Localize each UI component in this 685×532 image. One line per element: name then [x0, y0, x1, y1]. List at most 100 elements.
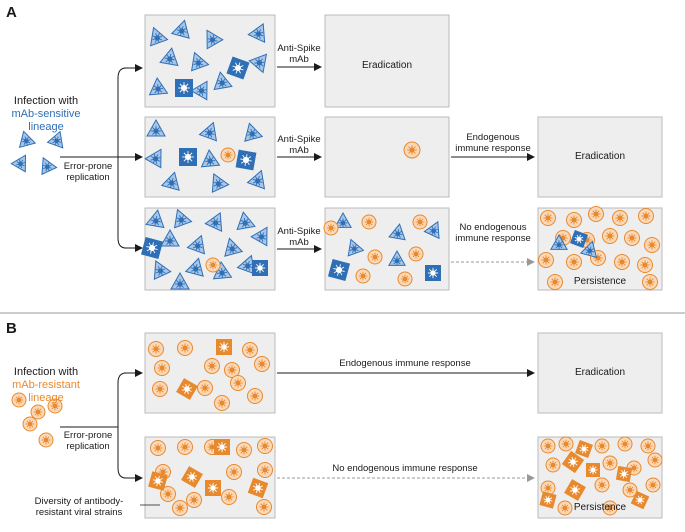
blue-triangle-virus	[159, 47, 179, 67]
blue-triangle-virus	[204, 212, 223, 233]
a-row2-mab-line2: mAb	[289, 145, 309, 156]
orange-circle-virus	[355, 268, 371, 284]
blue-square-virus	[175, 79, 193, 97]
a-row-arrows	[277, 63, 535, 253]
b-replication-line1: Error-prone	[63, 430, 113, 441]
orange-circle-virus	[566, 212, 582, 228]
orange-circle-virus	[602, 228, 618, 244]
panel-a-label: A	[6, 4, 17, 21]
blue-triangle-virus	[173, 208, 193, 229]
orange-circle-virus	[545, 457, 561, 473]
a-row2-mab-line1: Anti-Spike	[277, 134, 321, 145]
blue-triangle-virus	[347, 238, 365, 257]
b-intro-line3: lineage	[28, 392, 64, 404]
blue-triangle-virus	[170, 271, 190, 290]
b-row1-result: Eradication	[574, 367, 626, 378]
blue-square-virus	[570, 230, 588, 248]
blue-triangle-virus	[153, 260, 172, 281]
orange-circle-virus	[403, 141, 421, 159]
blue-triangle-virus	[41, 156, 58, 176]
a-row2-result: Eradication	[574, 151, 626, 162]
blue-triangle-virus	[246, 169, 266, 190]
orange-circle-virus	[637, 257, 653, 273]
blue-triangle-virus	[334, 211, 352, 228]
orange-circle-virus	[594, 477, 610, 493]
virus-particles	[10, 19, 663, 516]
blue-triangle-virus	[244, 122, 264, 142]
orange-circle-virus	[557, 500, 573, 516]
orange-circle-virus	[412, 214, 428, 230]
blue-triangle-virus	[145, 209, 165, 229]
orange-circle-virus	[47, 398, 63, 414]
orange-circle-virus	[540, 480, 556, 496]
b-row1-immune-label: Endogenous immune response	[339, 358, 471, 369]
orange-circle-virus	[602, 455, 618, 471]
diversity-label: Diversity of antibody- resistant viral s…	[20, 496, 138, 518]
b-intro-line2: mAb-resistant	[12, 379, 80, 391]
a-row3-result: Persistence	[573, 276, 627, 287]
blue-triangle-virus	[170, 19, 190, 39]
blue-triangle-virus	[200, 149, 221, 168]
orange-circle-virus	[226, 464, 242, 480]
blue-triangle-virus	[247, 23, 266, 44]
blue-triangle-virus	[224, 237, 244, 257]
orange-circle-virus	[538, 252, 554, 268]
orange-circle-virus	[242, 342, 258, 358]
orange-circle-virus	[617, 436, 633, 452]
orange-circle-virus	[205, 257, 221, 273]
blue-triangle-virus	[423, 220, 440, 240]
orange-square-virus	[615, 465, 633, 483]
orange-square-virus	[247, 477, 269, 499]
orange-circle-virus	[397, 271, 413, 287]
blue-triangle-virus	[190, 51, 210, 72]
blue-triangle-virus	[388, 249, 406, 266]
orange-circle-virus	[11, 392, 27, 408]
a-row1-mab-line2: mAb	[289, 54, 309, 65]
orange-circle-virus	[257, 438, 273, 454]
blue-triangle-virus	[148, 77, 169, 96]
a-replication-label: Error-prone replication	[60, 161, 116, 183]
blue-triangle-virus	[144, 148, 162, 169]
b-intro: Infection with mAb-resistant lineage	[4, 366, 88, 405]
blue-square-virus	[327, 258, 351, 282]
orange-circle-virus	[612, 210, 628, 226]
blue-square-virus	[179, 148, 197, 166]
orange-circle-virus	[257, 462, 273, 478]
a-intro-line3: lineage	[28, 121, 64, 133]
a-row3-immune-line1: No endogenous	[459, 222, 527, 233]
diversity-line2: resistant viral strains	[35, 507, 123, 518]
orange-circle-virus	[160, 486, 176, 502]
orange-circle-virus	[408, 246, 424, 262]
orange-circle-virus	[624, 230, 640, 246]
a-replication-line2: replication	[66, 172, 110, 183]
orange-square-virus	[586, 463, 600, 477]
b-replication-line2: replication	[66, 441, 110, 452]
orange-circle-virus	[588, 206, 604, 222]
orange-circle-virus	[38, 432, 54, 448]
orange-circle-virus	[323, 220, 339, 236]
a-row2-mid-box	[324, 116, 450, 198]
blue-triangle-virus	[18, 130, 37, 149]
a-row2-immune-label: Endogenous immune response	[452, 132, 534, 154]
orange-square-virus	[214, 439, 230, 455]
orange-circle-virus	[152, 381, 168, 397]
blue-square-virus	[235, 149, 257, 171]
orange-circle-virus	[22, 416, 38, 432]
orange-circle-virus	[150, 440, 166, 456]
blue-triangle-virus	[160, 228, 180, 247]
blue-triangle-virus	[184, 257, 204, 277]
blue-triangle-virus	[236, 211, 256, 231]
orange-circle-virus	[645, 477, 661, 493]
blue-square-virus	[140, 236, 164, 260]
a-row1-result: Eradication	[361, 60, 413, 71]
orange-square-virus	[575, 440, 593, 458]
orange-circle-virus	[247, 388, 263, 404]
diversity-line1: Diversity of antibody-	[34, 496, 124, 507]
orange-circle-virus	[256, 499, 272, 515]
panel-b-label: B	[6, 320, 17, 337]
a-row1-mab-label: Anti-Spike mAb	[276, 43, 322, 65]
blue-triangle-virus	[46, 130, 64, 149]
orange-circle-virus	[177, 439, 193, 455]
b-row2-result: Persistence	[573, 502, 627, 513]
